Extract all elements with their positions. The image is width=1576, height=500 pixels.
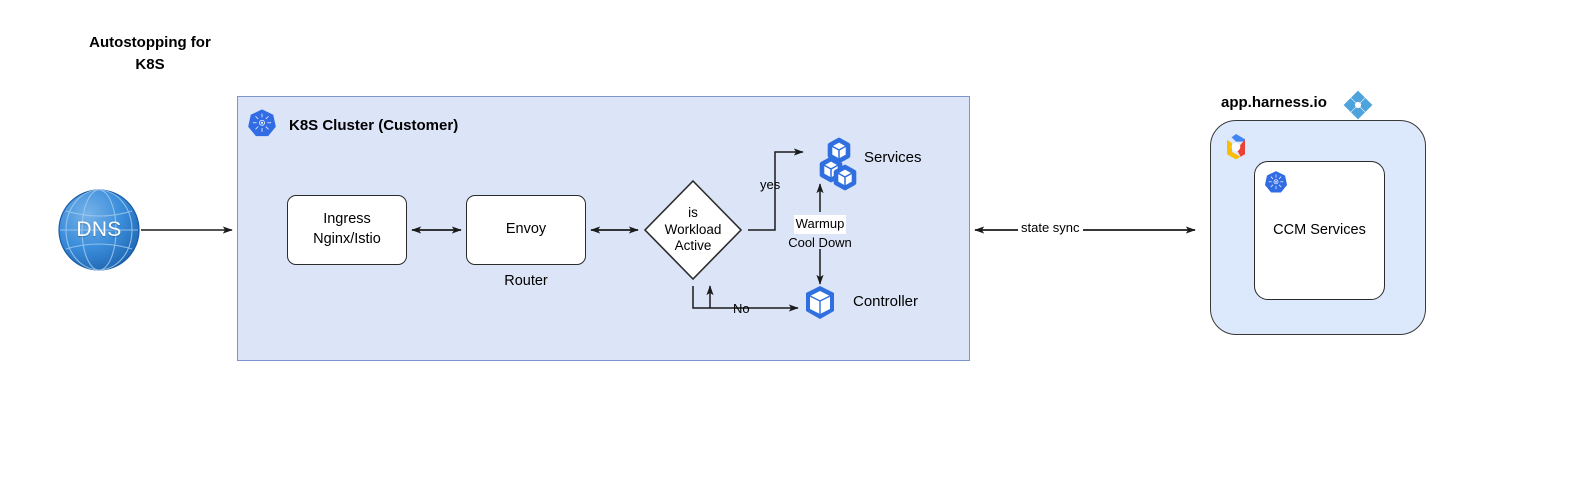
diagram-title: Autostopping for K8S — [89, 34, 211, 73]
k8s-cluster-header: K8S Cluster (Customer) — [247, 108, 458, 143]
warmup-label: Warmup — [793, 215, 847, 234]
harness-title: app.harness.io — [1221, 94, 1327, 111]
dns-node[interactable]: DNS — [58, 189, 140, 271]
kubernetes-icon — [1264, 170, 1288, 194]
envoy-box[interactable]: Envoy — [466, 195, 586, 265]
google-cloud-icon — [1221, 132, 1251, 162]
router-label: Router — [504, 273, 548, 289]
no-edge-label: No — [733, 301, 750, 316]
kubernetes-icon — [247, 108, 277, 143]
globe-icon — [58, 189, 140, 271]
ingress-box[interactable]: Ingress Nginx/Istio — [287, 195, 407, 265]
harness-diamond-logo — [1342, 89, 1374, 121]
services-label: Services — [864, 149, 922, 166]
k8s-cluster-label: K8S Cluster (Customer) — [289, 117, 459, 134]
cooldown-label: Cool Down — [788, 234, 852, 250]
warmup-cooldown-label: Warmup Cool Down — [782, 215, 858, 253]
yes-edge-label: yes — [760, 177, 781, 192]
kubernetes-pod-icon[interactable] — [801, 284, 839, 322]
controller-label: Controller — [853, 293, 919, 310]
state-sync-label: state sync — [1018, 220, 1083, 235]
ccm-services-label: CCM Services — [1273, 222, 1366, 238]
kubernetes-pods-icon[interactable] — [806, 134, 868, 196]
decision-diamond[interactable] — [643, 179, 743, 281]
